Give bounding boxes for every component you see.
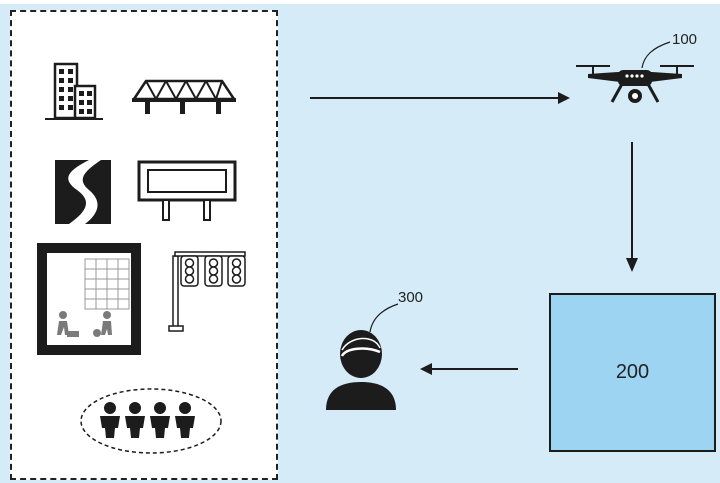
construction-site-icon [37, 243, 141, 355]
user-ref-label: 300 [398, 289, 424, 306]
server-box-label: 200 [615, 361, 650, 383]
bridge-icon [132, 79, 236, 114]
user-icon [326, 330, 396, 410]
road-icon [55, 160, 111, 224]
arrow-to-server [626, 142, 638, 272]
server-box: 200 [549, 293, 716, 452]
user-ref-leader [369, 303, 399, 333]
arrow-to-drone [310, 92, 570, 104]
billboard-icon [137, 160, 237, 221]
arrow-to-user [420, 363, 518, 375]
top-rule [0, 0, 720, 4]
drone-ref-leader [641, 41, 671, 69]
drone-icon [576, 65, 694, 103]
drone-ref-label: 100 [672, 31, 698, 48]
crowd-icon [80, 388, 222, 454]
traffic-light-icon [168, 251, 246, 332]
building-icon [45, 62, 103, 120]
